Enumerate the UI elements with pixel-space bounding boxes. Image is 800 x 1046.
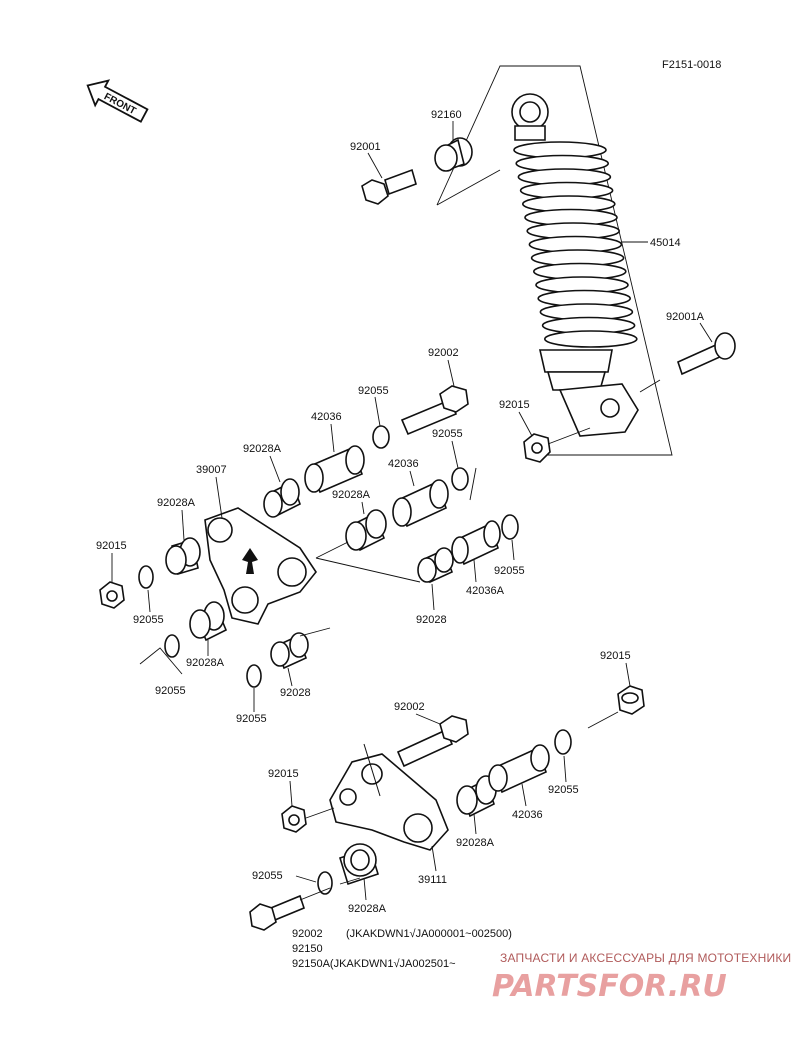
sleeve-42036-b	[392, 479, 449, 528]
bush-92028-a	[417, 547, 454, 584]
bush-92028A-c	[165, 537, 201, 576]
label-92028A-b: 92028A	[157, 497, 196, 509]
nut-92015-shock	[523, 433, 551, 463]
shock-absorber-45014	[511, 93, 639, 437]
bolt-92001	[361, 168, 417, 205]
label-42036-c: 42036	[512, 809, 543, 821]
label-92002-c: 92002	[292, 928, 323, 940]
ring-92055-a	[372, 425, 390, 449]
label-92015-b: 92015	[96, 540, 127, 552]
label-39111: 39111	[418, 874, 447, 886]
label-92028A-c: 92028A	[332, 489, 371, 501]
spacer-92160	[434, 137, 473, 172]
label-42036-b: 42036	[388, 458, 419, 470]
label-92002-a: 92002	[428, 347, 459, 359]
sleeve-42036A	[451, 520, 501, 566]
ring-92055-e	[164, 634, 180, 658]
watermark-tagline: ЗАПЧАСТИ И АКСЕССУАРЫ ДЛЯ МОТОТЕХНИКИ	[500, 951, 791, 965]
label-92055-d: 92055	[133, 614, 164, 626]
label-92028A-d: 92028A	[186, 657, 225, 669]
label-42036-a: 42036	[311, 411, 342, 423]
bush-92028A-b	[345, 509, 387, 552]
front-arrow-icon: FRONT	[86, 79, 149, 123]
watermark-logo: PARTSFOR.RU	[492, 969, 727, 1004]
sleeve-42036-c	[488, 744, 550, 794]
bolt-92002-upper	[400, 385, 469, 436]
bush-92028A-d	[189, 601, 228, 642]
label-92055-h: 92055	[252, 870, 283, 882]
ring-92055-d	[138, 565, 154, 589]
label-92150: 92150	[292, 943, 323, 955]
bush-92028A-a	[263, 478, 301, 518]
bolt-92002-bottom	[249, 894, 305, 931]
label-92028-a: 92028	[416, 614, 447, 626]
bush-92028A-f	[339, 843, 379, 886]
label-92055-c: 92055	[494, 565, 525, 577]
label-39007: 39007	[196, 464, 227, 476]
label-92055-f: 92055	[236, 713, 267, 725]
ring-92055-h	[317, 871, 333, 895]
sleeve-42036-a	[304, 445, 365, 494]
label-42036A: 42036A	[466, 585, 505, 597]
bolt-92001A	[677, 332, 736, 376]
label-92001: 92001	[350, 141, 381, 153]
label-92001A: 92001A	[666, 311, 705, 323]
label-92028A-e: 92028A	[456, 837, 495, 849]
label-92055-g: 92055	[548, 784, 579, 796]
label-92055-e: 92055	[155, 685, 186, 697]
label-92015-a: 92015	[499, 399, 530, 411]
nut-92015-left	[99, 581, 125, 609]
bush-92028A-e	[456, 775, 497, 818]
bolt-92002-lower	[396, 715, 469, 768]
bush-92028-b	[270, 632, 309, 670]
ring-92055-c	[501, 514, 519, 540]
link-39111	[329, 743, 449, 851]
diagram-code: F2151-0018	[662, 59, 721, 71]
label-92150A-note: 92150A(JKAKDWN1√JA002501~	[292, 958, 456, 970]
spring-coil	[543, 330, 638, 348]
label-92160: 92160	[431, 109, 462, 121]
label-92028-b: 92028	[280, 687, 311, 699]
ring-92055-g	[554, 729, 572, 755]
label-92015-c: 92015	[600, 650, 631, 662]
note-serial-range-1: (JKAKDWN1√JA000001~002500)	[346, 928, 512, 940]
nut-92015-lower	[281, 805, 307, 833]
label-92002-b: 92002	[394, 701, 425, 713]
label-92028A-a: 92028A	[243, 443, 282, 455]
label-45014: 45014	[650, 237, 681, 249]
label-92015-d: 92015	[268, 768, 299, 780]
nut-92015-right	[617, 685, 645, 715]
ring-92055-b	[451, 467, 469, 491]
label-92055-a: 92055	[358, 385, 389, 397]
ring-92055-f	[246, 664, 262, 688]
link-39007	[204, 507, 317, 625]
label-92055-b: 92055	[432, 428, 463, 440]
label-92028A-f: 92028A	[348, 903, 387, 915]
